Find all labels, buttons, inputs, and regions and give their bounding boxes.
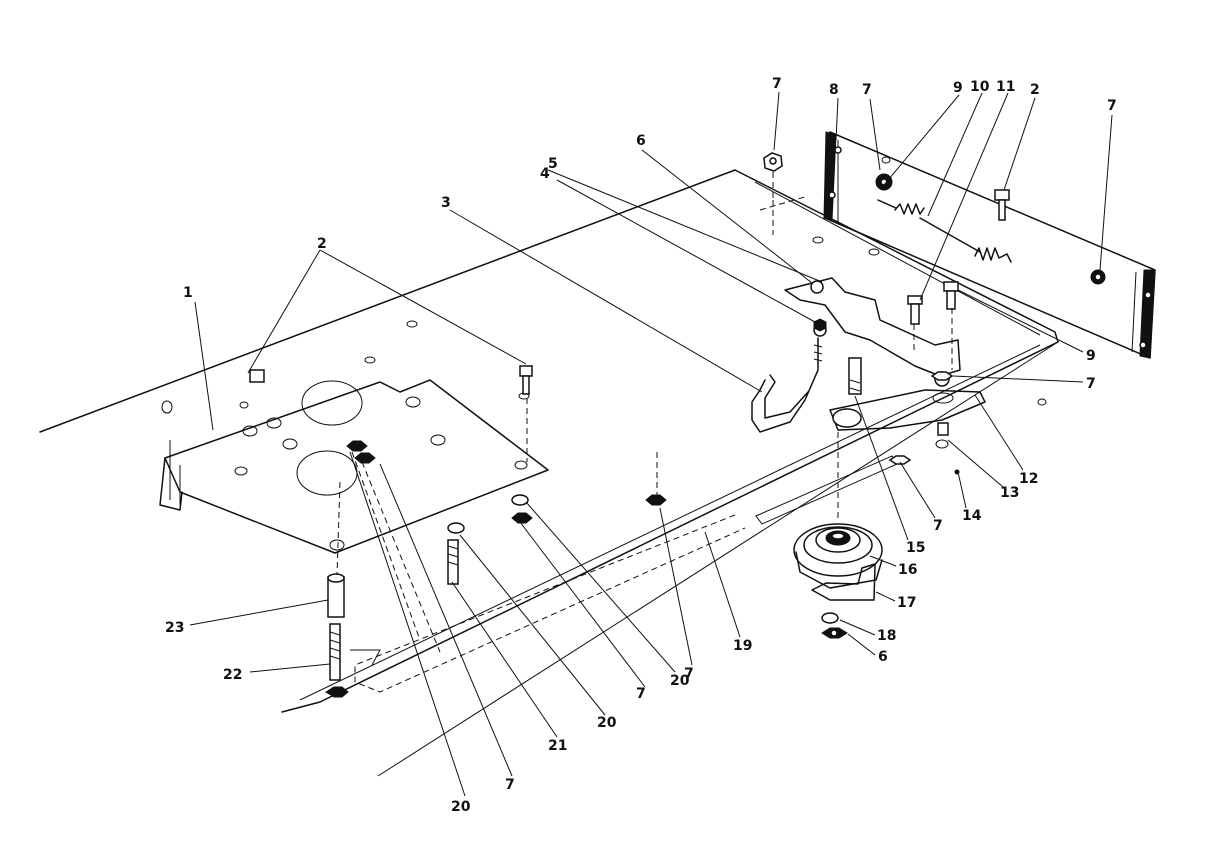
callout-19: 19: [733, 638, 752, 654]
callout-21: 21: [548, 738, 567, 754]
callout-6: 6: [636, 133, 646, 149]
threaded-rod: [751, 337, 823, 433]
callout-4: 4: [540, 166, 550, 182]
tie-rods: [350, 514, 746, 693]
callout-5: 5: [548, 156, 558, 172]
top-nut: [763, 152, 783, 200]
callout-6: 6: [878, 649, 888, 665]
callout-2: 2: [317, 236, 327, 252]
callout-7: 7: [772, 76, 782, 92]
bracket-rail: [823, 131, 1156, 359]
callout-9: 9: [953, 80, 963, 96]
assembly-lines: [336, 200, 953, 653]
callout-13: 13: [1000, 485, 1019, 501]
callout-9: 9: [1086, 348, 1096, 364]
callout-7: 7: [505, 777, 515, 793]
callout-18: 18: [877, 628, 896, 644]
callout-7: 7: [1086, 376, 1096, 392]
callout-20: 20: [597, 715, 617, 731]
bolts-9: [907, 281, 959, 325]
callout-7: 7: [862, 82, 872, 98]
spring: [877, 199, 1012, 263]
callout-14: 14: [962, 508, 982, 524]
pivot-arm: [784, 277, 961, 387]
callout-8: 8: [829, 82, 839, 98]
post-and-bolt: [325, 573, 349, 698]
callout-20: 20: [670, 673, 690, 689]
sub-plate: [159, 379, 549, 554]
callout-7: 7: [933, 518, 943, 534]
callout-22: 22: [223, 667, 242, 683]
callout-16: 16: [898, 562, 917, 578]
callout-23: 23: [165, 620, 184, 636]
callout-7: 7: [1107, 98, 1117, 114]
callout-17: 17: [897, 595, 916, 611]
callout-7: 7: [684, 666, 694, 682]
center-hardware: [249, 365, 667, 585]
callout-2: 2: [1030, 82, 1040, 98]
pulley-assembly: [793, 432, 883, 639]
callout-1: 1: [183, 285, 193, 301]
callout-10: 10: [970, 79, 990, 95]
callout-20: 20: [451, 799, 471, 815]
callout-11: 11: [996, 79, 1015, 95]
callout-15: 15: [906, 540, 925, 556]
callouts: 1 2 3 4 5 6 7 8 7 9 10 11 2 7 9 7 12 13 …: [165, 76, 1117, 815]
bolt-rail: [994, 189, 1010, 221]
idler-plate: [829, 357, 986, 475]
callout-3: 3: [441, 195, 451, 211]
main-deck-plate: [39, 169, 1059, 777]
leader-lines: [189, 91, 1113, 797]
callout-7: 7: [636, 686, 646, 702]
callout-12: 12: [1019, 471, 1038, 487]
